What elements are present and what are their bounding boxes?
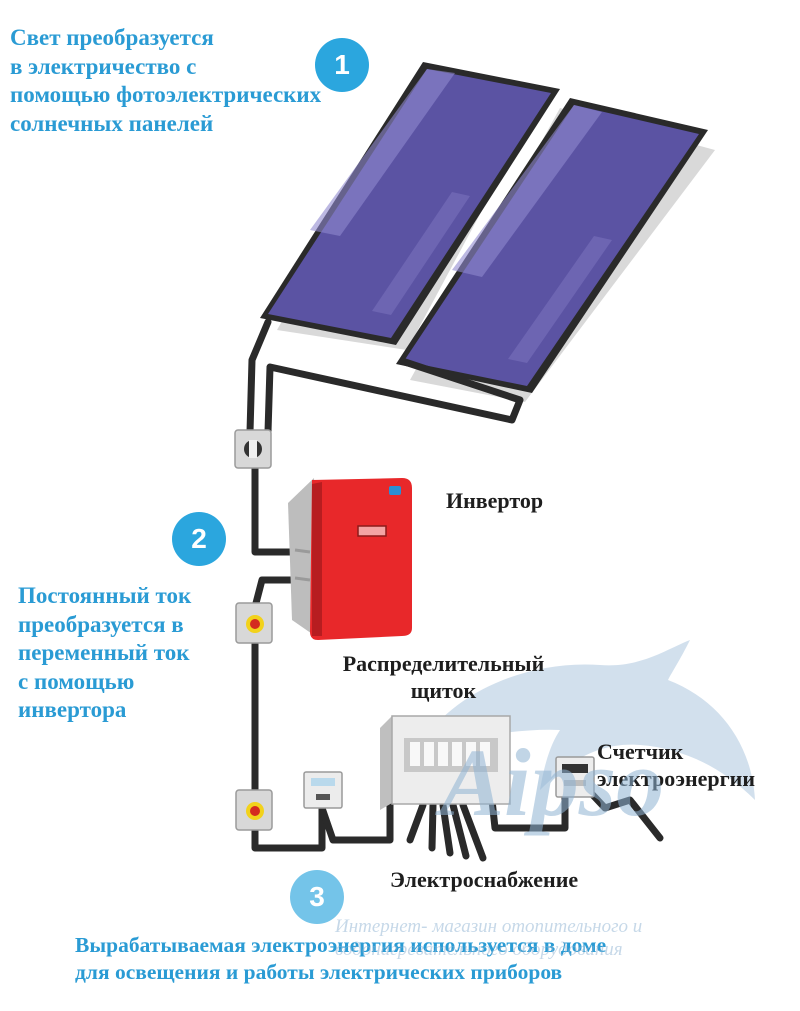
ac-breaker-top: [235, 602, 273, 644]
watermark-caption: Интернет- магазин отопительного и водона…: [335, 916, 643, 960]
step-2-badge: 2: [172, 512, 226, 566]
brand-watermark: Aipso: [440, 729, 665, 836]
inverter-device: [288, 478, 412, 640]
solar-panel-left: [260, 62, 560, 345]
step-3-badge: 3: [290, 870, 344, 924]
distribution-board: [380, 715, 511, 810]
dolphin-watermark-icon: [420, 640, 755, 800]
ac-breaker-bottom: [235, 789, 273, 831]
small-meter: [303, 771, 343, 809]
step-1-description: Свет преобразуется в электричество с пом…: [10, 25, 322, 136]
distribution-board-label: Распределительный щиток: [342, 651, 545, 704]
inverter-label: Инвертор: [446, 488, 544, 513]
solar-panel-right: [396, 98, 708, 393]
step-1-badge: 1: [315, 38, 369, 92]
dc-switch: [234, 429, 272, 469]
solar-panels: [260, 62, 715, 402]
power-supply-label: Электроснабжение: [390, 867, 579, 892]
step-2-description: Постоянный ток преобразуется в переменны…: [18, 583, 192, 723]
step-3-description: Вырабатываемая электроэнергия использует…: [75, 933, 607, 984]
electricity-meter: [555, 756, 595, 798]
electricity-meter-label: Счетчик электроэнергии: [597, 739, 755, 792]
